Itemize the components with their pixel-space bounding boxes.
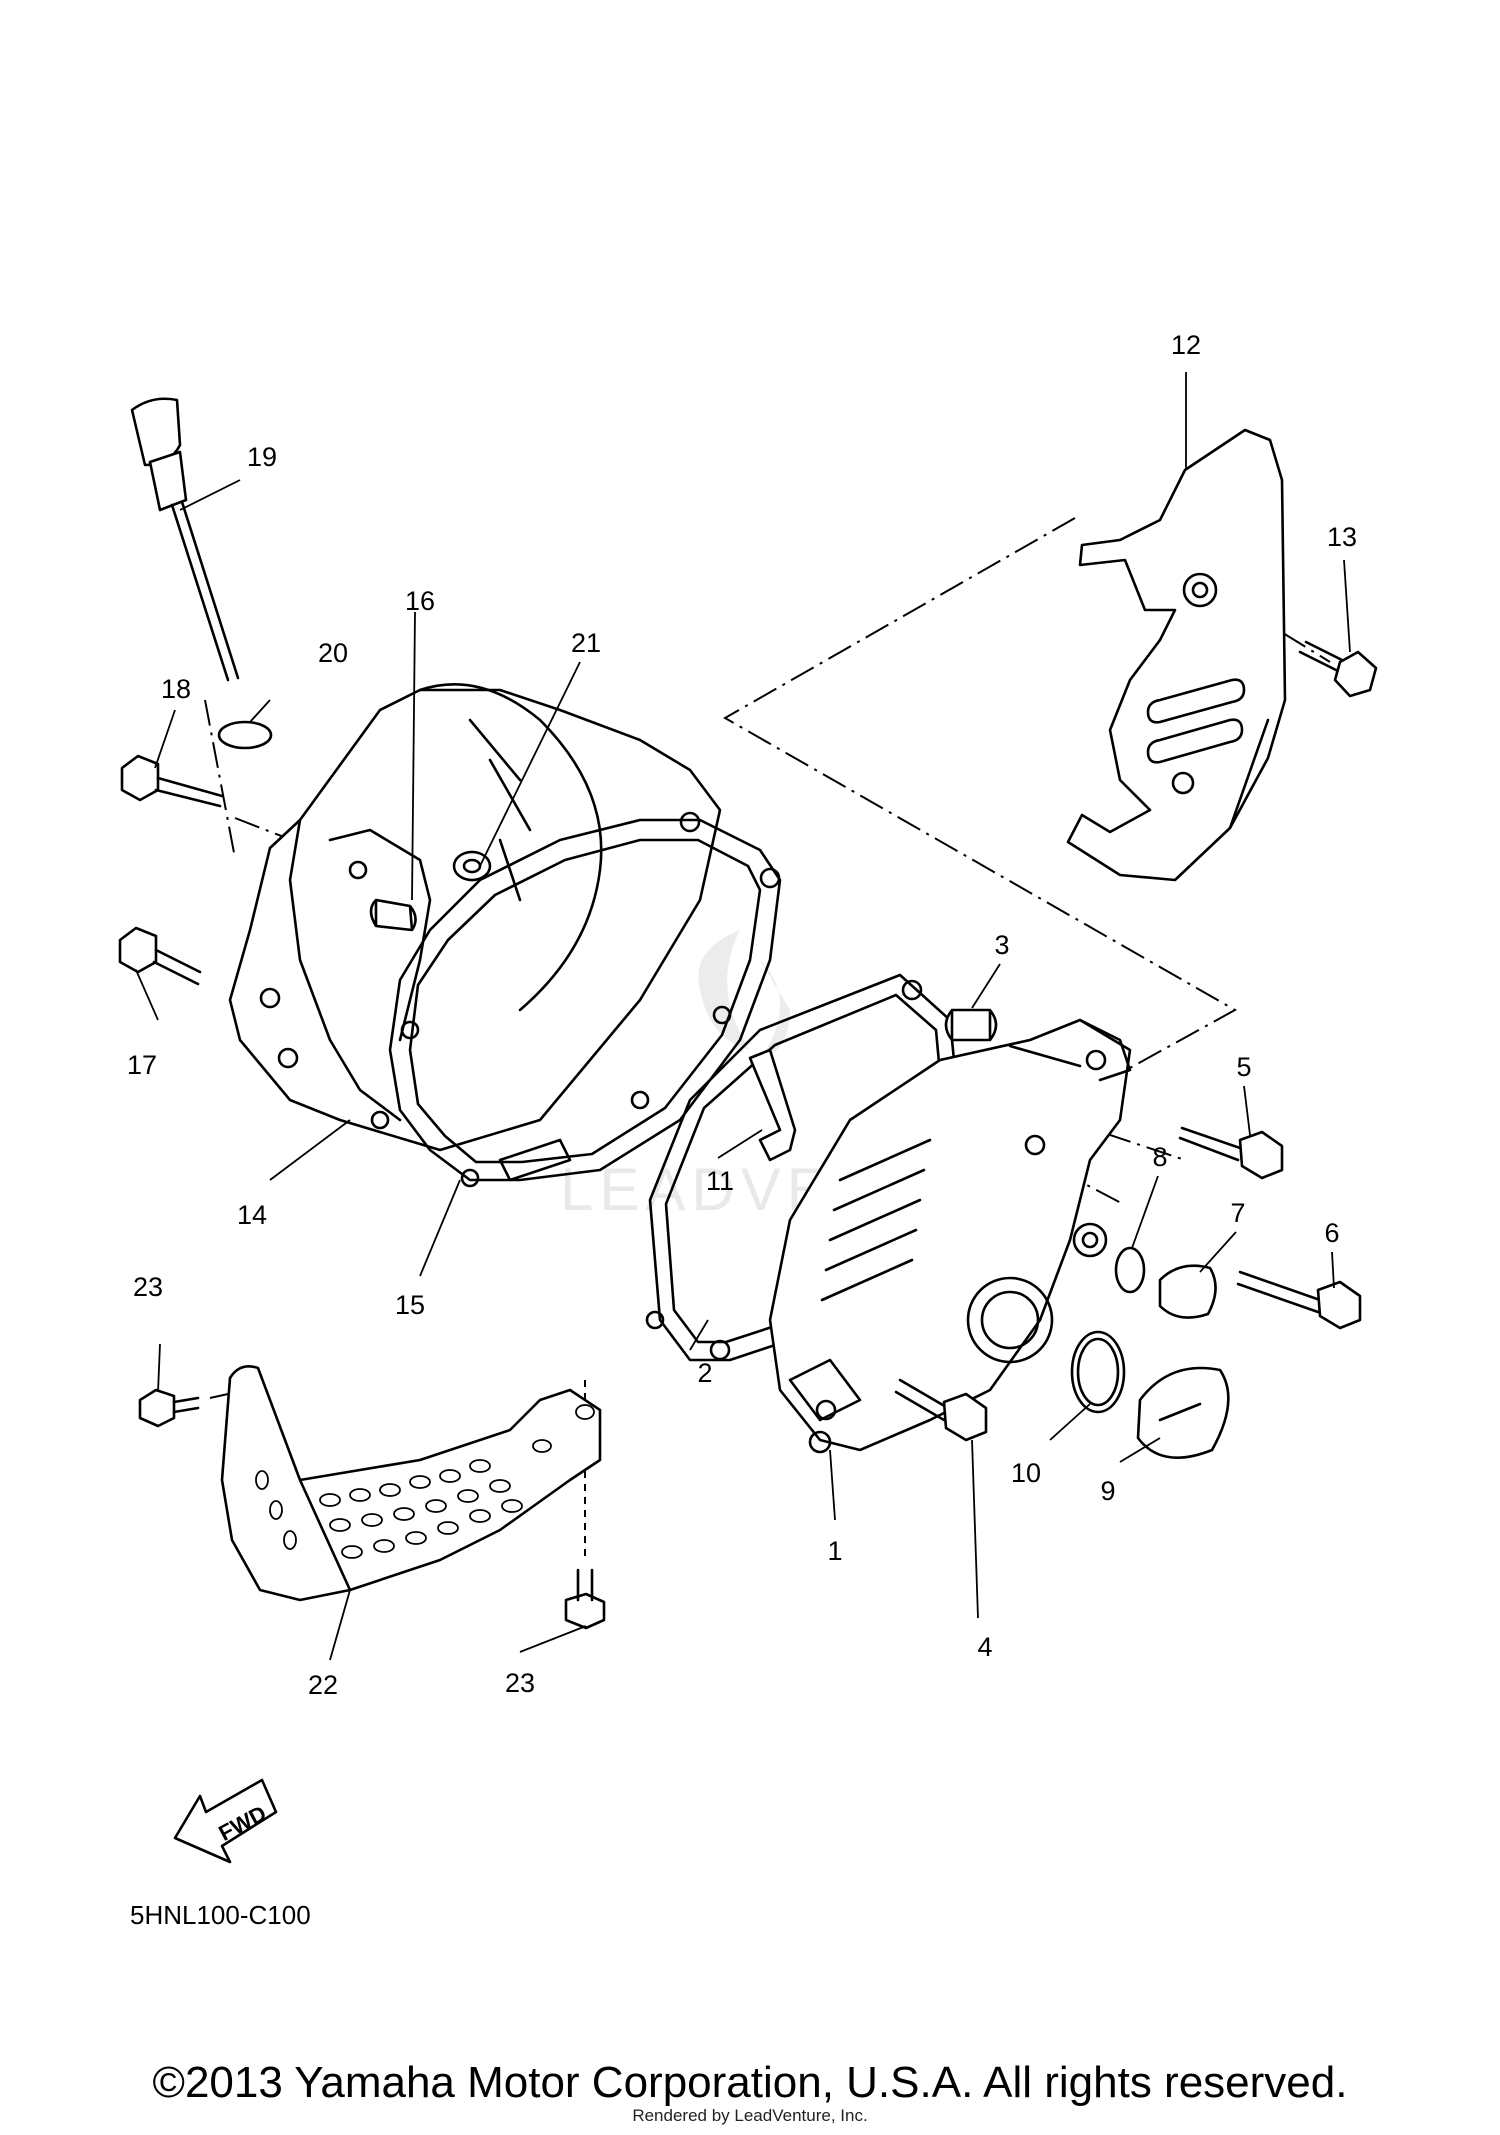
clamp-11 [748,1048,797,1162]
cap-9 [1136,1366,1230,1459]
leader-lines [135,372,1351,1661]
skid-plate-22 [220,1365,602,1602]
skid-plate-holes [255,1404,595,1559]
callout-10: 10 [1011,1458,1041,1488]
dowel-3 [944,1008,998,1042]
callout-3: 3 [994,930,1009,960]
callout-8: 8 [1152,1142,1167,1172]
callout-23-bottom: 23 [505,1668,535,1698]
o-ring-8 [1114,1246,1146,1294]
callout-1: 1 [827,1536,842,1566]
sprocket-cover [1066,428,1287,882]
callout-7: 7 [1230,1198,1245,1228]
o-ring-10 [1070,1330,1126,1414]
rendered-by-credit: Rendered by LeadVenture, Inc. [632,2106,868,2125]
bolt-13 [1298,640,1378,698]
callout-20: 20 [318,638,348,668]
fwd-arrow-icon: FWD [173,1778,278,1864]
bolt-18 [120,754,224,808]
callout-15: 15 [395,1290,425,1320]
crankcase-cover-right [768,1018,1132,1454]
callout-6: 6 [1324,1218,1339,1248]
bolt-17 [118,926,202,986]
callout-22: 22 [308,1670,338,1700]
bolt-6 [1236,1270,1362,1330]
callout-12: 12 [1171,330,1201,360]
callouts: 1 2 3 4 5 6 7 8 9 10 11 12 13 14 15 16 1… [127,330,1357,1700]
bolt-23-bottom [564,1568,606,1630]
callout-21: 21 [571,628,601,658]
callout-4: 4 [977,1632,992,1662]
copyright-notice: ©2013 Yamaha Motor Corporation, U.S.A. A… [152,2058,1348,2107]
callout-14: 14 [237,1200,267,1230]
bolt-4 [894,1378,988,1442]
o-ring-10-inner [1076,1337,1120,1407]
callout-5: 5 [1236,1052,1251,1082]
callout-9: 9 [1100,1476,1115,1506]
diagram-code: 5HNL100-C100 [130,1900,311,1930]
dowel-16 [369,898,417,932]
callout-23-left: 23 [133,1272,163,1302]
dipstick-19 [130,397,240,682]
callout-16: 16 [405,586,435,616]
crankcase-cover-left [228,683,722,1152]
callout-18: 18 [161,674,191,704]
bolt-5 [1178,1126,1284,1180]
o-ring-20 [217,720,273,750]
plug-7 [1158,1264,1217,1319]
callout-19: 19 [247,442,277,472]
bolt-23-left [138,1388,200,1428]
callout-2: 2 [697,1358,712,1388]
callout-13: 13 [1327,522,1357,552]
callout-17: 17 [127,1050,157,1080]
callout-11: 11 [706,1166,734,1196]
